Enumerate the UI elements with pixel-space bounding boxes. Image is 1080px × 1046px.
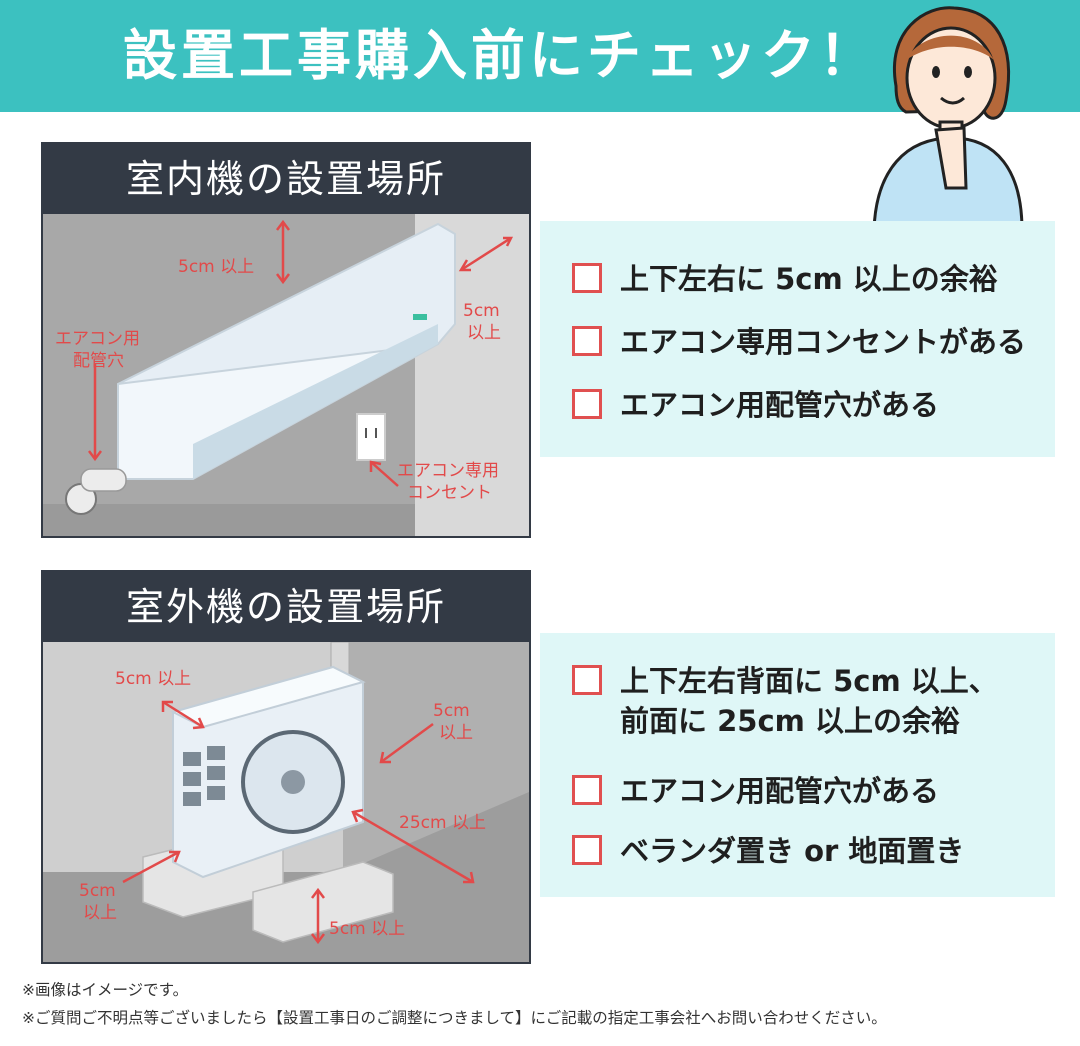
checkbox[interactable] [572,665,602,695]
outdoor-check-item[interactable]: 上下左右背面に 5cm 以上、 前面に 25cm 以上の余裕 [572,661,998,741]
indoor-unit-panel: 室内機の設置場所 5cm 以上 5cm 以上 エアコン用 配管穴 エアコン専用 … [41,142,531,538]
indoor-check-item[interactable]: エアコン用配管穴がある [572,385,939,425]
checkbox[interactable] [572,389,602,419]
indoor-outlet-label-2: コンセント [407,483,492,503]
outdoor-front-clearance-label: 25cm 以上 [399,813,486,833]
outdoor-heading: 室外機の設置場所 [43,572,529,642]
checkbox[interactable] [572,775,602,805]
outdoor-diagram: 5cm 以上 5cm 以上 25cm 以上 5cm 以上 5cm 以上 [43,642,529,962]
indoor-pipe-hole-label-2: 配管穴 [73,351,124,371]
checkbox[interactable] [572,263,602,293]
checkbox[interactable] [572,326,602,356]
outdoor-checklist: 上下左右背面に 5cm 以上、 前面に 25cm 以上の余裕 エアコン用配管穴が… [540,633,1055,897]
indoor-side-clearance-label-1: 5cm [463,301,500,321]
outdoor-bottom-clearance-label: 5cm 以上 [329,919,405,939]
image-note: ※画像はイメージです。 [22,981,189,999]
indoor-diagram: 5cm 以上 5cm 以上 エアコン用 配管穴 エアコン専用 コンセント [43,214,529,536]
indoor-pipe-hole-label-1: エアコン用 [55,329,140,349]
indoor-side-clearance-label-2: 以上 [467,323,501,343]
outdoor-side-clearance-label-1: 5cm [79,881,116,901]
indoor-checklist: 上下左右に 5cm 以上の余裕 エアコン専用コンセントがある エアコン用配管穴が… [540,221,1055,457]
outdoor-back-clearance-label-2: 以上 [439,723,473,743]
outdoor-back-clearance-label-1: 5cm [433,701,470,721]
outdoor-unit-panel: 室外機の設置場所 5cm 以上 5cm 以上 25cm 以上 [41,570,531,964]
outdoor-side-clearance-label-2: 以上 [83,903,117,923]
outdoor-check-item[interactable]: ベランダ置き or 地面置き [572,831,964,871]
contact-note: ※ご質問ご不明点等ございましたら【設置工事日のご調整につきまして】にご記載の指定… [22,1009,887,1027]
outdoor-check-item[interactable]: エアコン用配管穴がある [572,771,939,811]
indoor-heading: 室内機の設置場所 [43,144,529,214]
indoor-top-clearance-label: 5cm 以上 [178,257,254,277]
outdoor-top-clearance-label: 5cm 以上 [115,669,191,689]
indoor-outlet-label-1: エアコン専用 [397,461,499,481]
woman-illustration [872,6,1024,230]
indoor-check-item[interactable]: エアコン専用コンセントがある [572,322,1026,362]
indoor-check-item[interactable]: 上下左右に 5cm 以上の余裕 [572,259,998,299]
checkbox[interactable] [572,835,602,865]
page-title: 設置工事購入前にチェック！ [123,24,877,87]
